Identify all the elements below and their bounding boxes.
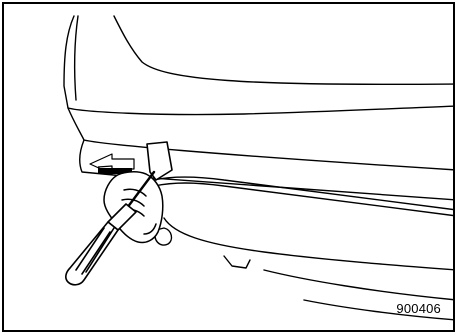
rear-hatch-line xyxy=(75,16,78,100)
vehicle-rear-bumper-illustration xyxy=(4,4,455,332)
bumper-lower-edge xyxy=(164,218,455,270)
bumper-trim-line-inner xyxy=(154,183,455,216)
illustration-frame: 900406 xyxy=(2,2,455,332)
vehicle-body-outline xyxy=(64,16,455,115)
undercover-line-2 xyxy=(264,270,455,300)
undercover-line xyxy=(224,256,250,268)
tow-hook-cover-icon xyxy=(147,142,172,180)
arrow-left-icon xyxy=(90,154,134,174)
body-crease-line xyxy=(114,16,455,84)
figure-id-label: 900406 xyxy=(396,301,441,316)
